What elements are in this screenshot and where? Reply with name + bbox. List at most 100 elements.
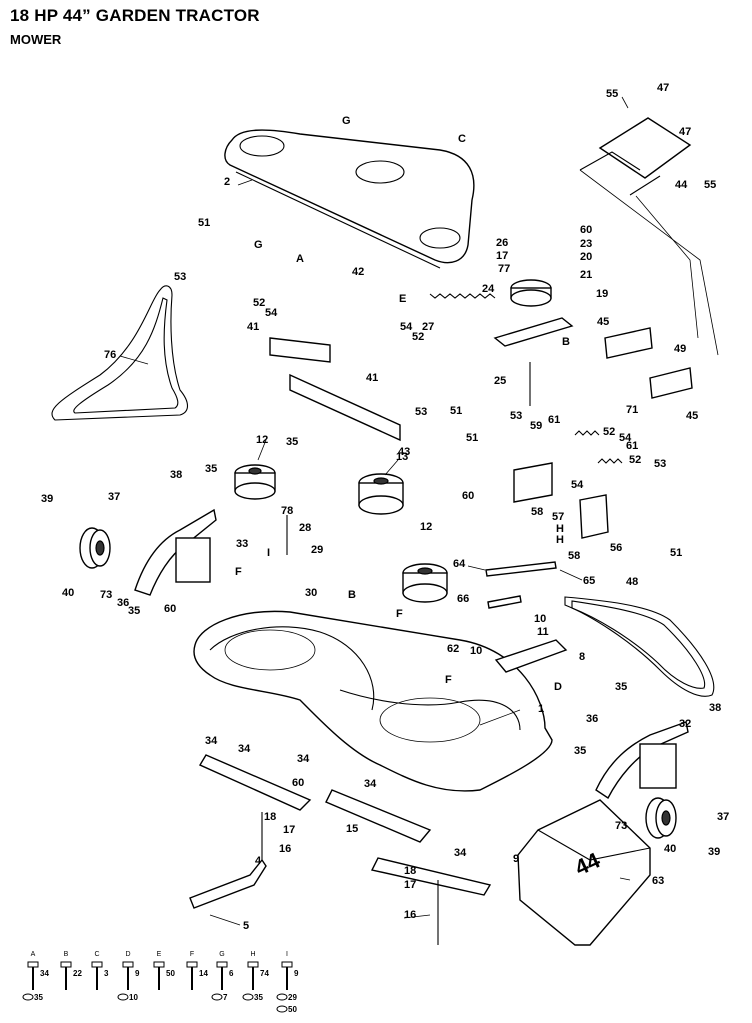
callout-label: 35	[574, 745, 586, 757]
callout-label: 26	[496, 237, 508, 249]
callout-label: 17	[496, 250, 508, 262]
callout-label: 32	[679, 718, 691, 730]
callout-label: 42	[352, 266, 364, 278]
callout-label: 60	[462, 490, 474, 502]
callout-label: G	[254, 239, 263, 251]
bolt-icon	[153, 961, 165, 968]
callout-label: 36	[586, 713, 598, 725]
legend-part-number: 9	[294, 969, 299, 978]
callout-label: A	[296, 253, 304, 265]
callout-label: 34	[238, 743, 251, 755]
plate-part-43	[289, 373, 401, 442]
callout-label: 54	[571, 479, 584, 491]
legend-letter: G	[219, 951, 224, 958]
callout-label: 38	[170, 469, 182, 481]
callout-label: 17	[283, 824, 295, 836]
callout-label: 52	[253, 297, 265, 309]
callout-label: 28	[299, 522, 311, 534]
legend-letter: B	[64, 951, 69, 958]
baffle-part-4	[189, 858, 267, 909]
washer-icon	[276, 1005, 288, 1013]
washer-icon	[117, 993, 129, 1001]
callout-label: 48	[626, 576, 638, 588]
callout-label: 16	[404, 909, 416, 921]
spindle-pulley-12a	[234, 464, 276, 500]
callout-label: 63	[652, 875, 664, 887]
callout-label: 27	[422, 321, 434, 333]
wheel-plate-33	[175, 537, 211, 583]
washer-icon	[211, 993, 223, 1001]
discharge-chute-part	[517, 799, 651, 946]
callout-label: 29	[311, 544, 323, 556]
callout-label: F	[445, 674, 452, 686]
callout-label: F	[235, 566, 242, 578]
callout-label: 51	[450, 405, 462, 417]
callout-label: 60	[580, 224, 592, 236]
callout-label: 53	[415, 406, 427, 418]
callout-label: 76	[104, 349, 116, 361]
page-title: 18 HP 44” GARDEN TRACTOR	[10, 6, 260, 25]
wheel-plate-32	[639, 743, 677, 789]
legend-part-number: 9	[135, 969, 140, 978]
callout-label: 58	[568, 550, 580, 562]
callout-label: 56	[610, 542, 622, 554]
callout-label: 15	[346, 823, 358, 835]
leader-lines	[119, 96, 631, 926]
spring-part-52	[574, 430, 600, 436]
callout-label: 34	[364, 778, 377, 790]
spindle-pulley-13	[358, 473, 404, 515]
callout-label: 40	[664, 843, 676, 855]
legend-letter: A	[31, 951, 36, 958]
callout-label: 30	[305, 587, 317, 599]
callout-label: 16	[279, 843, 291, 855]
spring-part-27	[429, 293, 496, 299]
callout-label: D	[554, 681, 562, 693]
callout-label: 35	[615, 681, 627, 693]
callout-label: 25	[494, 375, 506, 387]
callout-label: 10	[534, 613, 546, 625]
belt-part-48	[564, 596, 715, 697]
bracket-part-58	[513, 462, 553, 503]
legend-part-number: 14	[199, 969, 208, 978]
spindle-pulley-12b	[402, 563, 448, 603]
legend-part-number: 34	[40, 969, 49, 978]
callout-label: 34	[454, 847, 467, 859]
callout-label: 47	[657, 82, 669, 94]
callout-label: 51	[670, 547, 682, 559]
callout-label: 1	[538, 703, 544, 715]
callout-label: 35	[286, 436, 298, 448]
callout-label: 41	[366, 372, 378, 384]
belt-part-76	[51, 285, 189, 421]
lift-bracket-part	[579, 117, 719, 356]
callout-label: 64	[453, 558, 466, 570]
bracket-part-8	[494, 639, 568, 673]
callout-label: 41	[247, 321, 259, 333]
bar-part-65	[485, 561, 557, 577]
callout-label: 53	[510, 410, 522, 422]
callout-label: H	[556, 534, 564, 546]
callout-label: 12	[420, 521, 432, 533]
callout-label: 49	[674, 343, 686, 355]
blade-part-15c	[370, 857, 492, 896]
bolt-icon	[122, 961, 134, 968]
callout-label: I	[267, 547, 270, 559]
callout-label: B	[348, 589, 356, 601]
callout-label: 51	[198, 217, 210, 229]
callout-label: 61	[548, 414, 560, 426]
callout-label: 38	[709, 702, 721, 714]
callout-label: 53	[174, 271, 186, 283]
callout-label: 52	[629, 454, 641, 466]
mower-deck-part	[193, 610, 553, 792]
callout-label: 61	[626, 440, 638, 452]
callout-label: 19	[596, 288, 608, 300]
washer-icon	[242, 993, 254, 1001]
callout-label: 57	[552, 511, 564, 523]
bolt-icon	[247, 961, 259, 968]
callout-label: 54	[619, 432, 632, 444]
callout-label: 39	[41, 493, 53, 505]
callout-label: 59	[530, 420, 542, 432]
callout-labels: 47 55 47 44 55 G C 2 26 17 77 60 23 20 2…	[41, 82, 729, 932]
legend-part-number: 29	[288, 993, 297, 1002]
callout-label: 12	[256, 434, 268, 446]
